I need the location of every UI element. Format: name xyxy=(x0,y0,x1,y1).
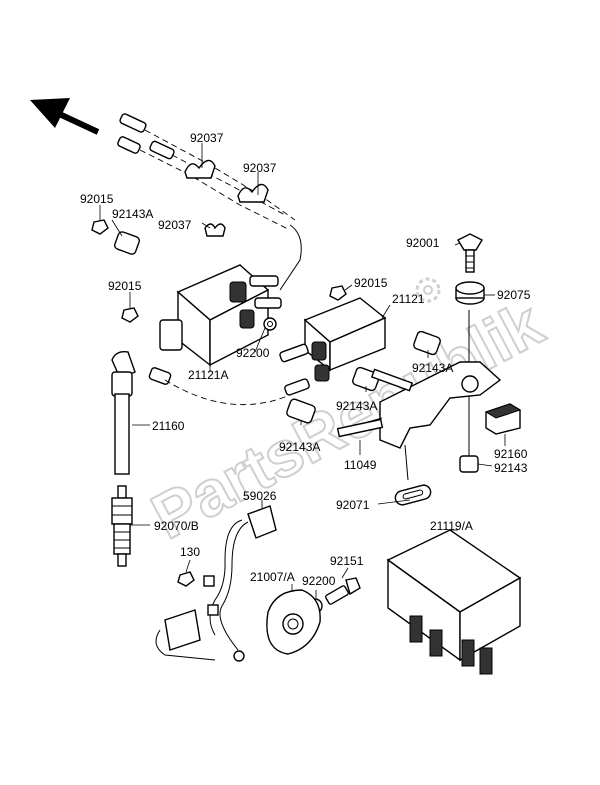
label-92143a-d: 92143A xyxy=(279,440,320,454)
gear-watermark-icon xyxy=(415,277,441,303)
label-92075: 92075 xyxy=(497,288,531,302)
bracket-11049 xyxy=(336,361,502,449)
label-21121a: 21121A xyxy=(188,368,228,382)
pad-92160 xyxy=(484,403,522,435)
label-11049: 11049 xyxy=(344,458,377,472)
pickup-coil-21007a xyxy=(155,505,277,662)
label-92001: 92001 xyxy=(406,236,440,250)
label-92071: 92071 xyxy=(336,498,370,512)
label-21121: 21121 xyxy=(392,292,425,306)
label-21119a: 21119/A xyxy=(430,519,473,533)
ignition-coil-21121a xyxy=(159,264,282,367)
label-92037-a: 92037 xyxy=(190,131,224,145)
label-92143a-b: 92143A xyxy=(412,361,453,375)
label-92070b: 92070/B xyxy=(154,519,199,533)
plug-cap-lead-21160 xyxy=(111,350,136,475)
bolt-92001 xyxy=(457,233,483,273)
strap-92071 xyxy=(394,444,432,506)
label-92037-b: 92037 xyxy=(243,161,277,175)
label-130: 130 xyxy=(180,545,200,559)
leader-lines xyxy=(99,143,506,598)
cap-92143a xyxy=(114,231,441,424)
label-92143a-a: 92143A xyxy=(112,207,153,221)
label-92037-c: 92037 xyxy=(158,218,192,232)
label-92200-b: 92200 xyxy=(302,574,336,588)
plug-lead-ends xyxy=(117,113,302,291)
label-92015-b: 92015 xyxy=(108,279,142,293)
label-21160: 21160 xyxy=(152,419,185,433)
label-92143a-c: 92143A xyxy=(336,399,377,413)
igniter-21119a xyxy=(386,529,522,675)
label-92160: 92160 xyxy=(494,447,528,461)
label-92143: 92143 xyxy=(494,461,528,475)
ignition-coil-21121 xyxy=(148,297,387,405)
spark-plug-92070b xyxy=(111,485,133,567)
clamp-92037 xyxy=(184,159,269,237)
label-92015-a: 92015 xyxy=(80,192,114,206)
label-21007a: 21007/A xyxy=(250,570,295,584)
label-92200-a: 92200 xyxy=(236,346,270,360)
label-92151: 92151 xyxy=(330,554,364,568)
label-92015-c: 92015 xyxy=(354,276,388,290)
label-59026: 59026 xyxy=(243,489,277,503)
rotor-plate-21007a xyxy=(266,589,321,655)
bolt-92151 xyxy=(325,577,361,605)
nut-92015 xyxy=(91,219,347,323)
grommet-92075 xyxy=(455,281,485,305)
front-direction-arrow-icon xyxy=(30,98,100,135)
